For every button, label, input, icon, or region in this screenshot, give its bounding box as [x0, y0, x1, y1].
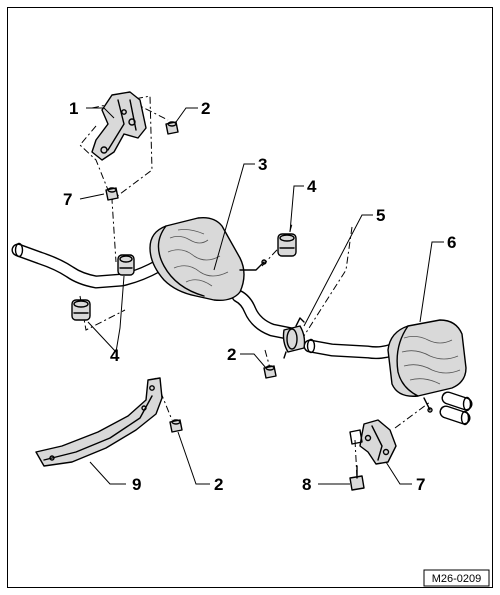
rubber-mount-right	[277, 233, 297, 257]
callout-4-bottom: 4	[110, 346, 120, 365]
callout-2-top: 2	[201, 99, 210, 118]
callout-3: 3	[258, 155, 267, 174]
nut-icon	[105, 187, 119, 201]
callout-6: 6	[447, 233, 456, 252]
bolt-icon	[349, 465, 365, 491]
front-bracket	[91, 91, 147, 161]
reference-code: M26-0209	[432, 573, 482, 585]
nut-icon	[165, 121, 179, 135]
page-frame	[7, 7, 493, 588]
nut-icon	[169, 419, 183, 433]
reference-box: M26-0209	[423, 569, 490, 587]
callout-7-left: 7	[63, 190, 72, 209]
callout-7-right: 7	[416, 475, 425, 494]
intermediate-pipe	[231, 289, 299, 341]
callout-5: 5	[376, 206, 385, 225]
callout-9: 9	[132, 475, 141, 494]
front-silencer	[149, 216, 267, 302]
callout-2-mid: 2	[227, 345, 236, 364]
callout-4-right: 4	[307, 177, 317, 196]
clamp	[282, 317, 306, 359]
nut-icon	[263, 365, 277, 379]
rear-silencer	[387, 319, 473, 426]
rear-inlet-pipe	[303, 338, 399, 360]
rubber-mount-center	[117, 254, 135, 276]
heat-shield	[35, 377, 163, 467]
rubber-mount-left	[71, 299, 91, 321]
rear-bracket	[349, 419, 397, 465]
callout-1: 1	[69, 99, 78, 118]
callout-8: 8	[302, 475, 311, 494]
leader-lines	[79, 107, 444, 485]
callout-2-bottom: 2	[214, 475, 223, 494]
front-pipe	[11, 242, 165, 289]
